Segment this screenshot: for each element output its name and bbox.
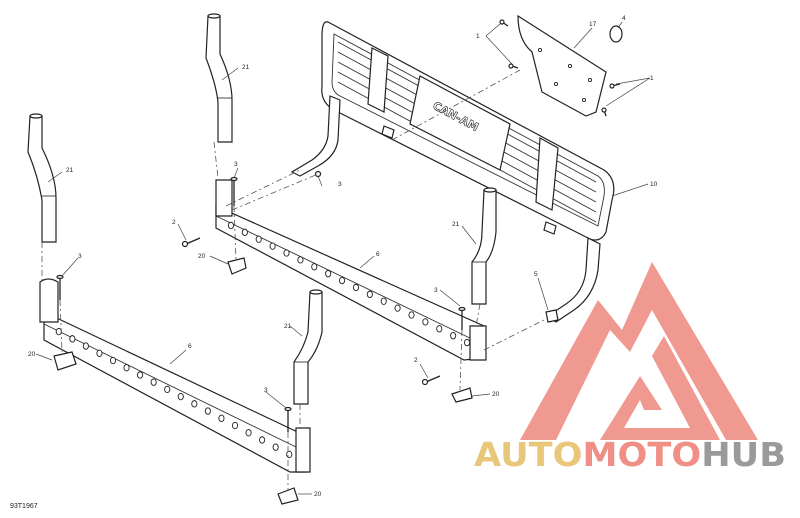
watermark-logo: [520, 262, 758, 440]
rail-hole: [255, 235, 262, 243]
stake-tube-4: [293, 289, 323, 405]
watermark-triangle-inner: [600, 336, 720, 440]
callout-21: 21: [242, 64, 250, 71]
rail-hole: [352, 283, 359, 292]
rail-hole: [69, 335, 76, 343]
bolts: [56, 170, 466, 432]
callout-20: 20: [492, 391, 500, 398]
watermark-triangle-outer: [520, 262, 758, 440]
stake-tube-1: [205, 13, 233, 143]
rail-hole: [325, 270, 332, 278]
rail-hole: [464, 338, 471, 347]
rail-hole: [227, 221, 234, 230]
watermark-word-hub: HUB: [701, 435, 786, 474]
rail-hole: [436, 325, 443, 333]
rail-hole: [394, 304, 401, 312]
callout-1: 1: [476, 33, 480, 40]
callout-10: 10: [650, 181, 658, 188]
callout-20: 20: [28, 351, 36, 358]
rail-hole: [380, 297, 387, 305]
rail-hole: [137, 371, 144, 379]
stake-rail-lower: [39, 278, 311, 473]
mounting-plate: [517, 14, 623, 117]
assembly-lines: [41, 69, 549, 490]
callout-3: 3: [338, 181, 342, 188]
rail-hole: [286, 450, 293, 459]
callout-20: 20: [314, 491, 322, 498]
callout-labels: 21 21 21 21 3 3 3 3 3 2 2 20 20 20 20 6 …: [28, 15, 658, 498]
rail-hole: [269, 242, 276, 250]
rail-hole: [241, 228, 248, 236]
rail-hole: [422, 318, 429, 326]
rail-hole: [123, 364, 130, 372]
rail-hole: [297, 256, 304, 264]
callout-2: 2: [414, 357, 418, 364]
rail-hole: [408, 311, 415, 319]
callout-6: 6: [188, 343, 192, 350]
rail-hole: [218, 414, 225, 422]
rail-hole: [450, 332, 457, 340]
watermark-word-moto: MOTO: [583, 435, 702, 474]
callout-1: 1: [650, 75, 654, 82]
rail-hole: [96, 349, 103, 357]
diagram-reference-code: 93T1967: [10, 503, 38, 510]
headache-rack: CAN-AM: [290, 21, 615, 323]
screws-part-1: [499, 19, 621, 117]
stake-tube-2: [27, 113, 57, 243]
callout-21: 21: [66, 167, 74, 174]
callout-21: 21: [452, 221, 460, 228]
rail-hole: [109, 356, 117, 365]
rail-hole: [191, 400, 198, 408]
rail-hole: [150, 378, 157, 386]
screws-part-2: [181, 237, 441, 386]
rail-hole: [283, 249, 290, 257]
callout-17: 17: [589, 21, 597, 28]
callout-4: 4: [622, 15, 626, 22]
leader-lines: [35, 21, 651, 495]
rail-hole: [339, 276, 346, 285]
rail-hole: [259, 436, 266, 444]
callout-5: 5: [534, 271, 538, 278]
rail-hole: [245, 429, 252, 437]
callout-3: 3: [234, 161, 238, 168]
stake-rail-upper: [215, 179, 487, 361]
callout-21: 21: [284, 323, 292, 330]
callout-20: 20: [198, 253, 206, 260]
callout-3: 3: [78, 253, 82, 260]
rail-hole: [164, 385, 171, 394]
rail-hole: [272, 443, 279, 451]
rail-hole: [82, 342, 89, 350]
callout-3: 3: [264, 387, 268, 394]
rail-hole: [55, 327, 62, 336]
callout-2: 2: [172, 219, 176, 226]
rail-hole: [177, 392, 184, 401]
clips: [53, 257, 559, 505]
stake-tube-3: [471, 187, 497, 305]
rail-hole: [311, 263, 318, 271]
watermark-word-auto: AUTO: [474, 435, 583, 474]
rail-hole: [231, 421, 239, 430]
callout-3: 3: [434, 287, 438, 294]
rail-hole: [366, 290, 373, 298]
callout-6: 6: [376, 251, 380, 258]
rail-hole: [204, 407, 211, 415]
